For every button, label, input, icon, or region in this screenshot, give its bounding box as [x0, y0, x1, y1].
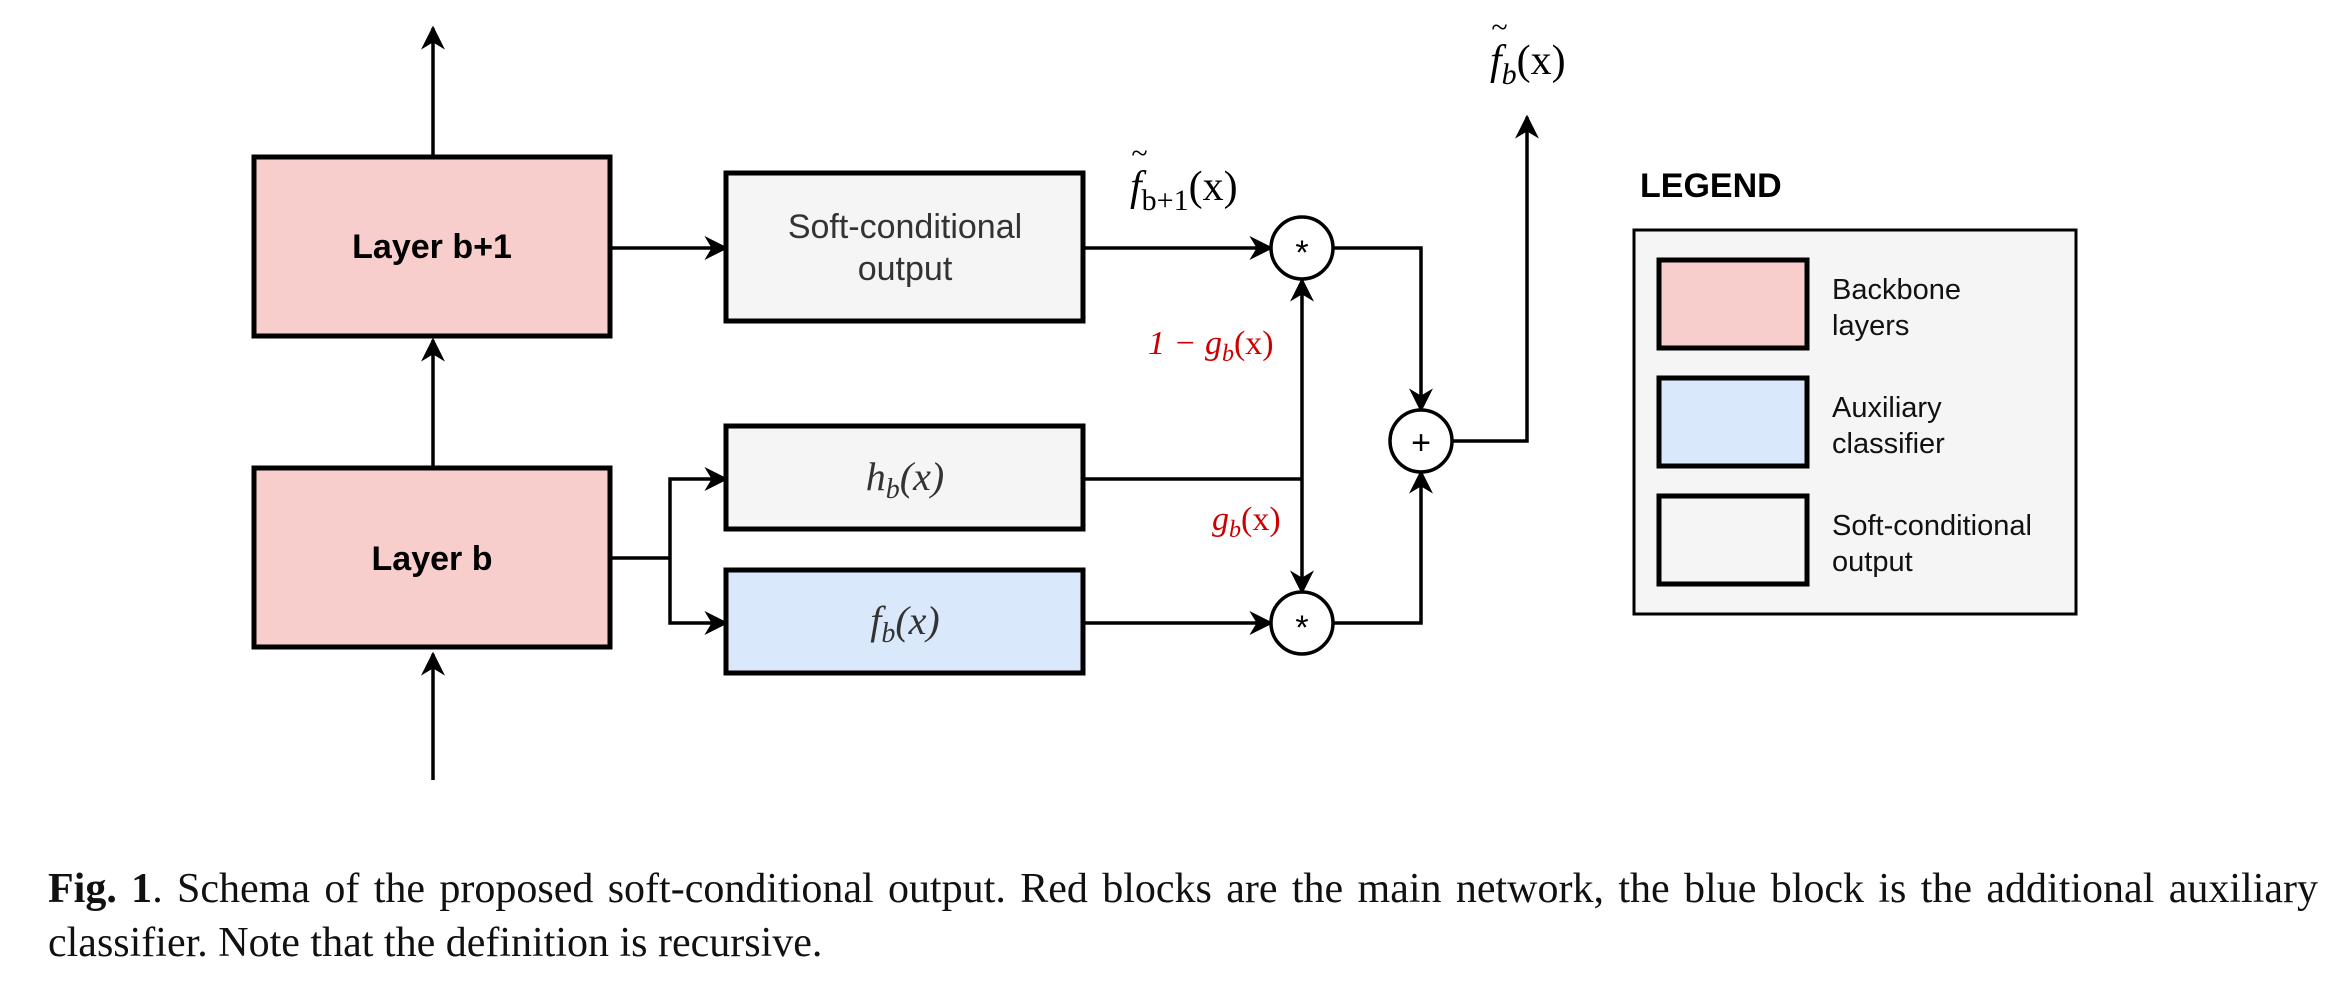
soft-conditional-label-line1: Soft-conditional [788, 208, 1022, 246]
layer-b-label: Layer b [372, 540, 493, 578]
svg-text:~: ~ [1491, 11, 1507, 44]
svg-text:*: * [1295, 234, 1308, 272]
layer-b1-label: Layer b+1 [352, 228, 512, 266]
add-to-output-arrow [1452, 114, 1539, 443]
svg-text:output: output [1832, 546, 1913, 578]
add-node: + [1388, 408, 1454, 474]
mult-bottom-to-add-arrow [1333, 469, 1433, 625]
mult-top-to-add-arrow [1333, 246, 1433, 413]
mult-top-node: * [1269, 215, 1335, 281]
soft-conditional-label-line2: output [858, 250, 953, 288]
figure-caption: Fig. 1. Schema of the proposed soft-cond… [48, 862, 2318, 970]
svg-text:fb(x): fb(x) [1490, 38, 1566, 91]
svg-text:Soft-conditional: Soft-conditional [1832, 510, 2032, 542]
svg-text:+: + [1411, 424, 1431, 462]
svg-text:~: ~ [1131, 137, 1147, 170]
svg-text:fb+1(x): fb+1(x) [1130, 164, 1238, 217]
layer-b1-block: Layer b+1 [251, 154, 613, 339]
layer-b-block: Layer b [251, 465, 613, 650]
svg-text:classifier: classifier [1832, 428, 1945, 460]
split-to-f-arrow [668, 558, 729, 635]
svg-text:layers: layers [1832, 310, 1909, 342]
one-minus-g-label: 1 − gb(x) [1148, 325, 1274, 367]
svg-text:*: * [1295, 609, 1308, 647]
svg-text:Backbone: Backbone [1832, 274, 1961, 306]
f-tilde-b-label: fb(x) ~ [1490, 11, 1566, 91]
legend-item-backbone: Backbone layers [1656, 257, 1961, 351]
svg-text:gb(x): gb(x) [1212, 501, 1281, 543]
legend-title: LEGEND [1640, 167, 1782, 205]
svg-text:Auxiliary: Auxiliary [1832, 392, 1942, 424]
legend-item-soft-conditional: Soft-conditional output [1656, 493, 2032, 587]
h-b-block: hb(x) [723, 423, 1086, 532]
split-to-h-arrow [668, 467, 729, 558]
soft-conditional-block: Soft-conditional output [723, 170, 1086, 324]
legend-box: Backbone layers Auxiliary classifier Sof… [1632, 228, 2078, 616]
h-b-label: hb(x) [866, 454, 944, 505]
f-tilde-b1-label: fb+1(x) ~ [1130, 137, 1238, 217]
caption-text: . Schema of the proposed soft-conditiona… [48, 866, 2318, 966]
mult-bottom-node: * [1269, 590, 1335, 656]
f-b-block: fb(x) [723, 567, 1086, 676]
connectors [421, 25, 1539, 780]
f-b-label: fb(x) [870, 598, 940, 649]
svg-text:1 − gb(x): 1 − gb(x) [1148, 325, 1274, 367]
legend-item-auxiliary: Auxiliary classifier [1656, 375, 1945, 469]
g-label: gb(x) [1212, 501, 1281, 543]
caption-label: Fig. 1 [48, 866, 153, 912]
